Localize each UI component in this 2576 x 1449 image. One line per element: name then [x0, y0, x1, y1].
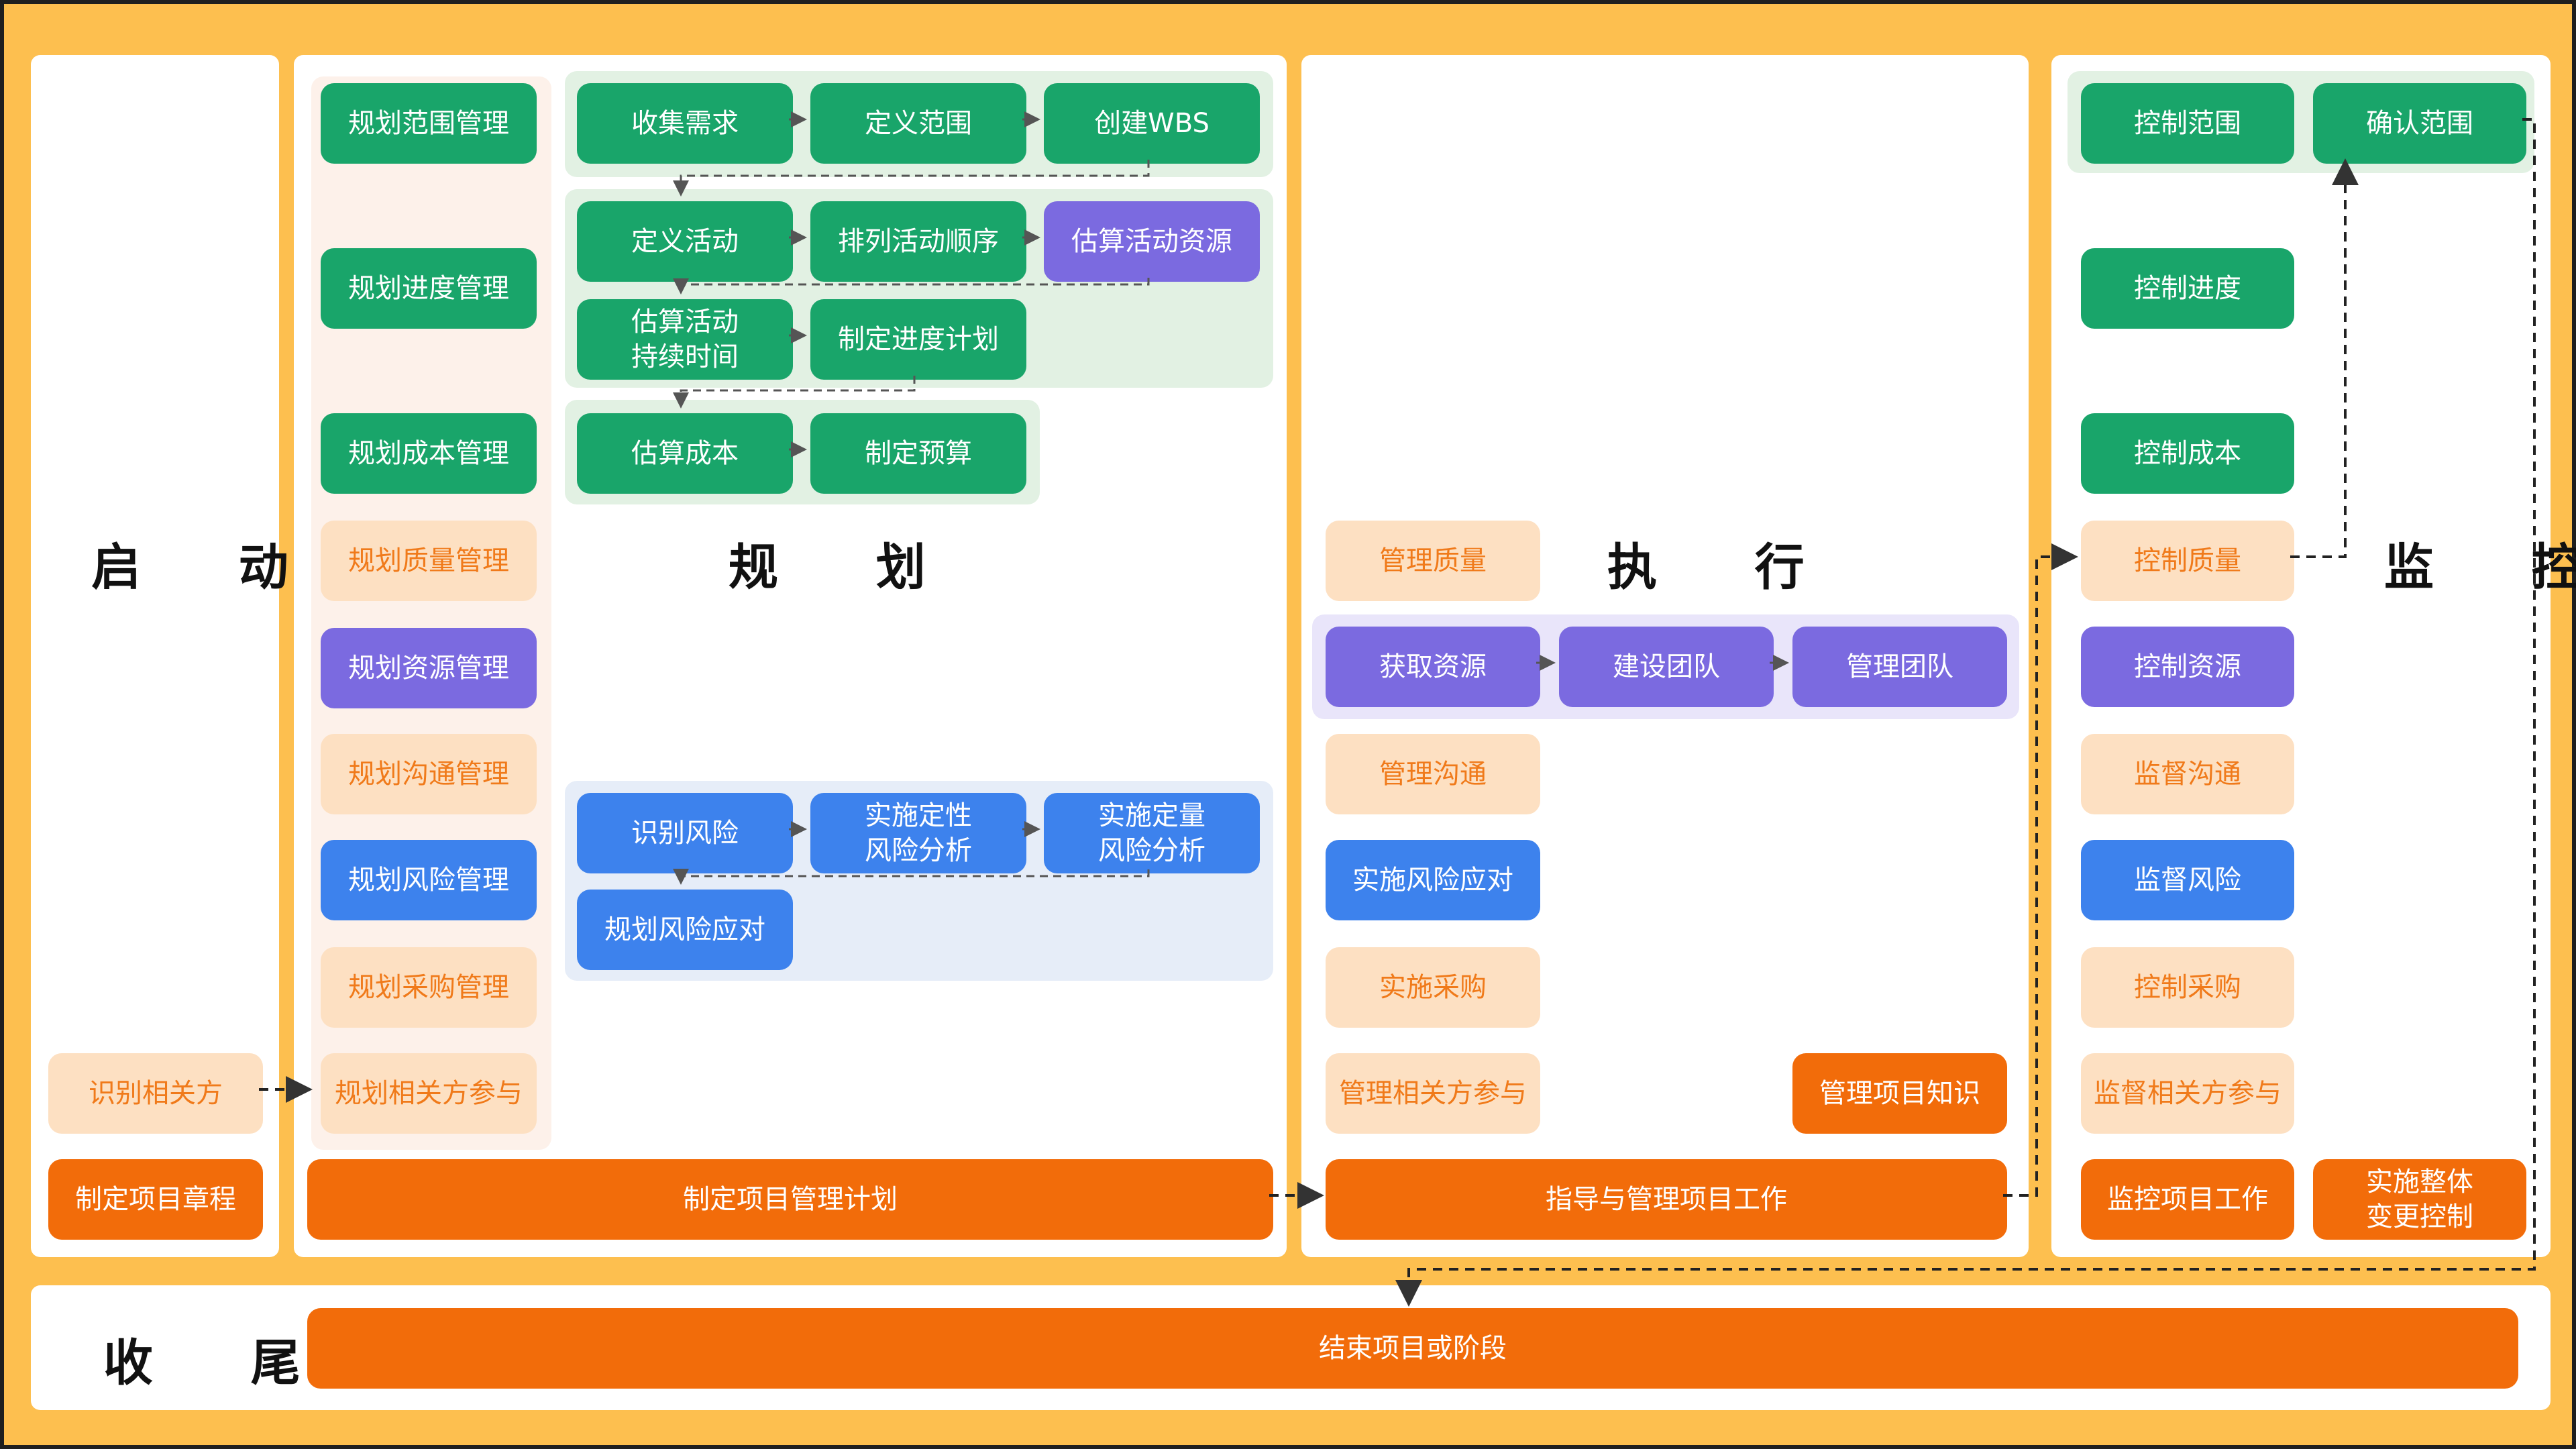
monitor-communications-box: 监督沟通: [2081, 734, 2294, 814]
manage-quality-box: 管理质量: [1326, 521, 1540, 601]
conduct-procurements-box: 实施采购: [1326, 947, 1540, 1028]
control-procurements-box: 控制采购: [2081, 947, 2294, 1028]
phase-label-executing: 执 行: [1607, 539, 1845, 596]
identify-stakeholders-box: 识别相关方: [48, 1053, 263, 1134]
determine-budget-box: 制定预算: [810, 413, 1026, 494]
integrated-change-control-box: 实施整体 变更控制: [2313, 1159, 2526, 1240]
monitor-control-work-box: 监控项目工作: [2081, 1159, 2294, 1240]
phase-label-closing: 收 尾: [103, 1334, 341, 1392]
connector-wbs-to-define-activities: [673, 160, 1150, 197]
monitor-stakeholder-box: 监督相关方参与: [2081, 1053, 2294, 1134]
control-resources-box: 控制资源: [2081, 627, 2294, 707]
plan-schedule-box: 规划进度管理: [321, 248, 537, 329]
plan-quality-box: 规划质量管理: [321, 521, 537, 601]
control-quality-box: 控制质量: [2081, 521, 2294, 601]
connector-validate-scope-to-close: [1395, 118, 2536, 1307]
phase-label-planning: 规 划: [729, 539, 966, 596]
monitor-risks-box: 监督风险: [2081, 840, 2294, 920]
manage-stakeholder-box: 管理相关方参与: [1326, 1053, 1540, 1134]
connector-direct-work-to-control-quality: [2003, 543, 2078, 1197]
validate-scope-box: 确认范围: [2313, 83, 2526, 164]
connector-quantitative-to-responses: [673, 869, 1150, 885]
estimate-resources-box: 估算活动资源: [1044, 201, 1260, 282]
manage-knowledge-box: 管理项目知识: [1792, 1053, 2007, 1134]
acquire-resources-box: 获取资源: [1326, 627, 1540, 707]
qualitative-risk-box: 实施定性 风险分析: [810, 793, 1026, 873]
plan-resource-box: 规划资源管理: [321, 628, 537, 708]
connector-resources-to-durations: [673, 278, 1150, 294]
manage-team-box: 管理团队: [1792, 627, 2007, 707]
plan-risk-responses-box: 规划风险应对: [577, 890, 793, 970]
estimate-durations-box: 估算活动 持续时间: [577, 299, 793, 380]
create-wbs-box: 创建WBS: [1044, 83, 1260, 164]
develop-charter-box: 制定项目章程: [48, 1159, 263, 1240]
close-project-box: 结束项目或阶段: [307, 1308, 2518, 1389]
quantitative-risk-box: 实施定量 风险分析: [1044, 793, 1260, 873]
define-scope-box: 定义范围: [810, 83, 1026, 164]
control-schedule-box: 控制进度: [2081, 248, 2294, 329]
collect-requirements-box: 收集需求: [577, 83, 793, 164]
develop-schedule-box: 制定进度计划: [810, 299, 1026, 380]
implement-risk-responses-box: 实施风险应对: [1326, 840, 1540, 920]
develop-team-box: 建设团队: [1559, 627, 1774, 707]
define-activities-box: 定义活动: [577, 201, 793, 282]
develop-pm-plan-box: 制定项目管理计划: [307, 1159, 1273, 1240]
direct-manage-work-box: 指导与管理项目工作: [1326, 1159, 2007, 1240]
phase-label-monitoring: 监 控: [2384, 539, 2576, 596]
control-costs-box: 控制成本: [2081, 413, 2294, 494]
plan-cost-box: 规划成本管理: [321, 413, 537, 494]
estimate-costs-box: 估算成本: [577, 413, 793, 494]
identify-risks-box: 识别风险: [577, 793, 793, 873]
connector-control-quality-to-validate-scope: [2290, 158, 2359, 558]
plan-communications-box: 规划沟通管理: [321, 734, 537, 814]
process-flow-arrows: [789, 111, 1789, 837]
manage-communications-box: 管理沟通: [1326, 734, 1540, 814]
control-scope-box: 控制范围: [2081, 83, 2294, 164]
plan-risk-box: 规划风险管理: [321, 840, 537, 920]
plan-stakeholder-box: 规划相关方参与: [321, 1053, 537, 1134]
phase-label-initiating: 启 动: [91, 539, 329, 596]
sequence-activities-box: 排列活动顺序: [810, 201, 1026, 282]
phase-connectors: [259, 118, 2536, 1307]
plan-scope-box: 规划范围管理: [321, 83, 537, 164]
plan-procurement-box: 规划采购管理: [321, 947, 537, 1028]
dashed-connectors: [673, 160, 1150, 885]
connector-schedule-to-costs: [673, 376, 916, 409]
